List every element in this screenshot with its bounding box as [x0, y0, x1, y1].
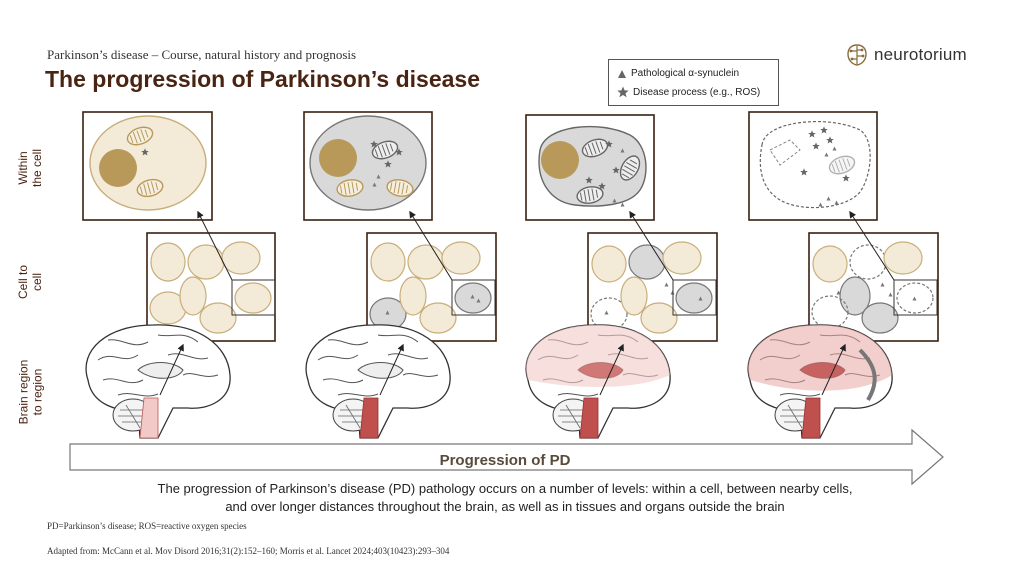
cell-to-cell-stage-4 [808, 232, 939, 342]
legend: Pathological α-synuclein Disease process… [608, 59, 779, 106]
slide-title: The progression of Parkinson’s disease [45, 66, 481, 92]
legend-label: Pathological α-synuclein [631, 68, 740, 79]
caption: The progression of Parkinson’s disease (… [157, 481, 853, 514]
footnote-reference: Adapted from: McCann et al. Mov Disord 2… [47, 546, 450, 556]
cell-stage-4 [748, 111, 878, 221]
brain-stage-2 [305, 324, 451, 439]
brain-stage-4 [747, 324, 893, 439]
logo: neurotorium [846, 42, 967, 68]
brain-circuit-icon [847, 44, 867, 66]
cell-to-cell-stage-1 [146, 232, 276, 342]
cell-stage-2 [303, 111, 433, 221]
brain-stage-1 [85, 324, 231, 439]
footnote-abbreviations: PD=Parkinson’s disease; ROS=reactive oxy… [47, 521, 247, 531]
cell-to-cell-stage-3 [587, 232, 718, 342]
brain-stage-3 [525, 324, 671, 439]
triangle-icon [618, 69, 626, 78]
logo-text: neurotorium [874, 45, 967, 64]
cell-stage-1 [82, 111, 213, 221]
legend-item-disease-process: Disease process (e.g., ROS) [617, 86, 760, 98]
cell-stage-3 [525, 114, 655, 221]
cell-to-cell-stage-2 [366, 232, 497, 342]
legend-label: Disease process (e.g., ROS) [633, 86, 761, 98]
progression-arrow [69, 428, 944, 486]
slide-subtitle: Parkinson’s disease – Course, natural hi… [47, 47, 357, 62]
progression-label: Progression of PD [439, 452, 571, 469]
star-icon [617, 86, 629, 98]
legend-item-synuclein: Pathological α-synuclein [617, 68, 739, 79]
